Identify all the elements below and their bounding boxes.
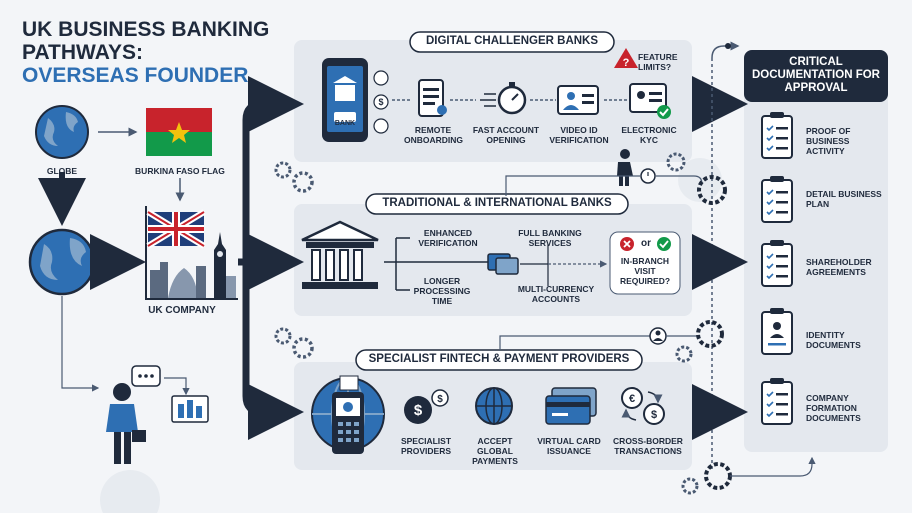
page-title: UK BUSINESS BANKING PATHWAYS: OVERSEAS F… <box>22 18 269 87</box>
step-label: VIDEO ID VERIFICATION <box>549 125 609 145</box>
step-label: REMOTE ONBOARDING <box>404 125 464 145</box>
title-line-1: UK BUSINESS BANKING <box>22 18 270 41</box>
digital-title: DIGITAL CHALLENGER BANKS <box>425 35 599 47</box>
docs-header-bg <box>744 50 888 102</box>
longer-processing-label: LONGER PROCESSING TIME <box>413 276 471 306</box>
step-label: FAST ACCOUNT OPENING <box>472 125 540 145</box>
branch-arrow-digital <box>242 76 304 262</box>
decor-circle <box>678 158 722 202</box>
traditional-title: TRADITIONAL & INTERNATIONAL BANKS <box>382 197 612 209</box>
globe-icon <box>35 105 89 159</box>
businessperson-icon <box>617 149 633 186</box>
arrow <box>61 296 100 392</box>
payment-terminal-globe-icon <box>311 375 385 454</box>
side-circle-icons: $ <box>373 70 389 134</box>
document-checklist-icon <box>761 176 793 223</box>
company-label: UK COMPANY <box>148 305 216 316</box>
global-payments-globe-icon <box>475 387 513 425</box>
title-line-3: OVERSEAS FOUNDER <box>22 64 249 87</box>
chat-bubble-icon <box>131 365 161 387</box>
connector <box>505 175 640 196</box>
svg-text:$: $ <box>414 402 423 419</box>
title-line-2: PATHWAYS: <box>22 41 143 64</box>
burkina-faso-flag <box>146 108 212 156</box>
doc-item-label: IDENTITY DOCUMENTS <box>806 330 861 350</box>
globe-label: GLOBE <box>46 166 78 176</box>
bracket-connector <box>384 237 488 291</box>
fintech-item-label: ACCEPT GLOBAL PAYMENTS <box>472 436 518 466</box>
doc-item-label: PROOF OF BUSINESS ACTIVITY <box>806 126 851 156</box>
feature-limits-label: FEATURE LIMITS? <box>638 52 678 72</box>
gear-icon <box>704 462 732 490</box>
video-id-card-icon <box>557 85 599 115</box>
warning-icon: ? <box>614 48 638 69</box>
document-checklist-icon <box>761 112 793 159</box>
reject-icon <box>620 237 634 251</box>
gear-icon <box>696 320 724 348</box>
full-banking-label: FULL BANKING SERVICES <box>518 228 582 248</box>
enhanced-verification-label: ENHANCED VERIFICATION <box>418 228 478 248</box>
remote-onboarding-icon <box>418 79 447 117</box>
decor-circle <box>100 470 160 513</box>
traditional-title-pill <box>365 193 629 215</box>
uk-company-illustration <box>145 206 238 300</box>
svg-text:?: ? <box>623 57 630 69</box>
digital-panel <box>294 40 692 162</box>
fintech-item-label: VIRTUAL CARD ISSUANCE <box>537 436 601 456</box>
stopwatch-icon <box>480 82 527 115</box>
virtual-card-icon <box>545 387 597 425</box>
document-checklist-icon <box>761 378 793 425</box>
mobile-bank-phone-icon <box>322 58 368 142</box>
phone-bank-text: BANK <box>334 120 356 127</box>
id-document-icon <box>761 308 793 355</box>
svg-text:$: $ <box>378 97 383 107</box>
founder-person-icon <box>106 383 146 464</box>
gear-icon <box>274 161 314 359</box>
fintech-item-label: SPECIALIST PROVIDERS <box>400 436 452 456</box>
doc-item-label: SHAREHOLDER AGREEMENTS <box>806 257 872 277</box>
arrow <box>711 41 740 59</box>
gear-icon <box>681 477 699 495</box>
svg-text:$: $ <box>651 409 657 421</box>
document-checklist-icon <box>761 240 793 287</box>
dollar-coins-icon: $ $ <box>404 389 449 424</box>
connector <box>499 335 650 350</box>
dot <box>725 43 731 49</box>
electronic-kyc-icon <box>629 83 671 119</box>
currency-exchange-icon: € $ <box>621 387 665 425</box>
doc-item-label: COMPANY FORMATION DOCUMENTS <box>806 393 861 423</box>
gear-icon <box>666 152 686 172</box>
svg-text:€: € <box>629 393 635 405</box>
or-label: or <box>641 238 651 249</box>
flag-label: BURKINA FASO FLAG <box>135 166 225 176</box>
bank-card-icon <box>487 253 519 275</box>
office-buildings-icon <box>171 395 209 423</box>
connector <box>520 244 549 286</box>
gear-icon <box>697 175 727 205</box>
world-globe-icon <box>28 228 96 296</box>
in-branch-visit-label: IN-BRANCH VISIT REQUIRED? <box>619 256 671 286</box>
branch-arrow-fintech <box>242 262 304 440</box>
doc-item-label: DETAIL BUSINESS PLAN <box>806 189 882 209</box>
approve-icon <box>657 237 671 251</box>
bank-building-icon <box>301 220 379 289</box>
user-circle-icon <box>649 327 667 345</box>
arrow <box>730 456 816 477</box>
arrow <box>164 377 190 396</box>
step-label: ELECTRONIC KYC <box>621 125 677 145</box>
digital-title-pill <box>409 31 615 53</box>
fintech-title: SPECIALIST FINTECH & PAYMENT PROVIDERS <box>368 353 630 365</box>
fintech-item-label: CROSS-BORDER TRANSACTIONS <box>613 436 683 456</box>
gear-icon <box>675 345 693 363</box>
multi-currency-label: MULTI-CURRENCY ACCOUNTS <box>517 284 595 304</box>
svg-text:$: $ <box>437 394 443 405</box>
fintech-title-pill <box>355 349 643 371</box>
docs-title: CRITICAL DOCUMENTATION FOR APPROVAL <box>752 56 880 94</box>
